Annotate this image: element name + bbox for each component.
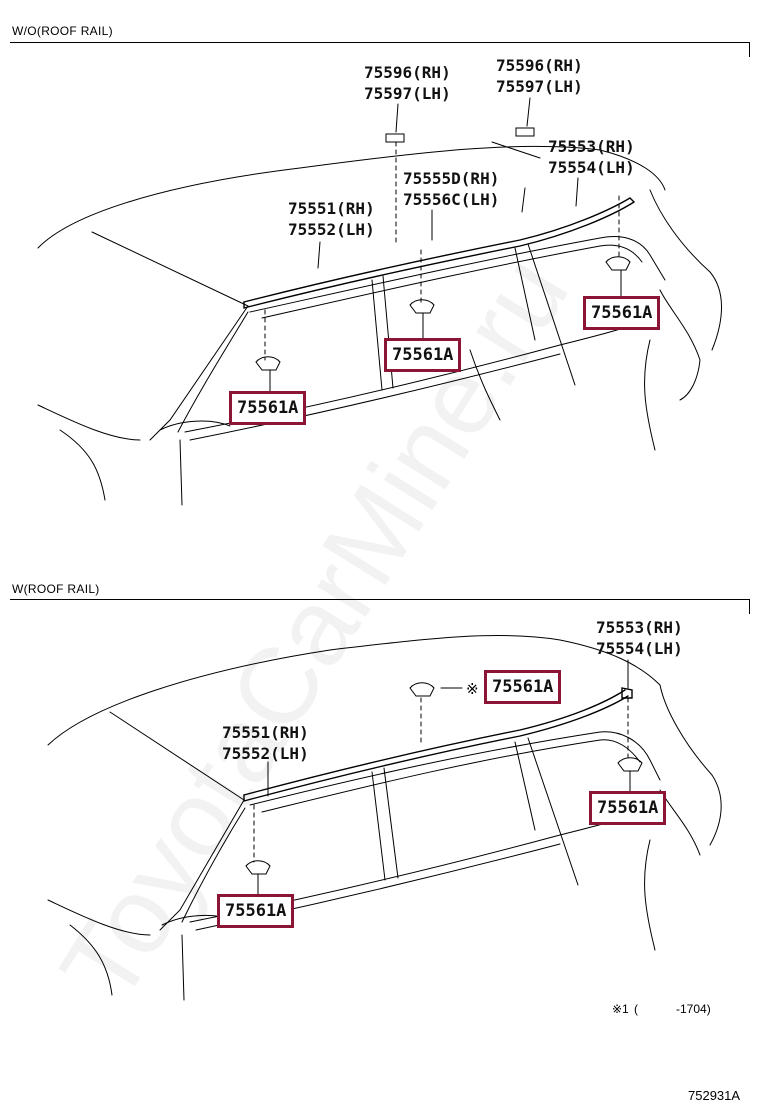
top-clips xyxy=(255,127,631,371)
footnote-range: -1704) xyxy=(676,1002,711,1016)
part-label-75596-right: 75596(RH) 75597(LH) xyxy=(496,56,583,96)
bottom-roof-rail xyxy=(243,687,633,802)
callout-75561a-rear[interactable]: 75561A xyxy=(583,296,661,330)
reference-mark: ※ xyxy=(466,681,479,698)
bottom-leaders xyxy=(257,659,631,901)
part-label-75596-left: 75596(RH) 75597(LH) xyxy=(364,63,451,103)
part-label-75553: 75553(RH) 75554(LH) xyxy=(548,137,635,177)
callout-75561a-front[interactable]: 75561A xyxy=(229,391,307,425)
part-label-75553-bottom: 75553(RH) 75554(LH) xyxy=(596,618,683,658)
top-leaders xyxy=(269,97,622,395)
footnote-mark: ※1 xyxy=(612,1002,629,1016)
figure-id: 752931A xyxy=(688,1088,741,1103)
frame-bottom xyxy=(10,599,750,614)
callout-75561a-roof[interactable]: 75561A xyxy=(484,670,562,704)
footnote-paren: ( xyxy=(634,1002,638,1016)
part-label-75551: 75551(RH) 75552(LH) xyxy=(288,199,375,239)
top-roof-moulding xyxy=(243,197,635,309)
bottom-dashed-leaders xyxy=(253,697,629,863)
top-dashed-leaders xyxy=(264,141,620,361)
frame-top xyxy=(10,42,750,57)
bottom-clips xyxy=(245,682,643,875)
part-label-75551-bottom: 75551(RH) 75552(LH) xyxy=(222,723,309,763)
section-title-top: W/O(ROOF RAIL) xyxy=(12,24,113,38)
part-label-75555d: 75555D(RH) 75556C(LH) xyxy=(403,169,500,209)
callout-75561a-middle[interactable]: 75561A xyxy=(384,338,462,372)
callout-75561a-rear-bottom[interactable]: 75561A xyxy=(589,791,667,825)
section-title-bottom: W(ROOF RAIL) xyxy=(12,582,100,596)
callout-75561a-front-bottom[interactable]: 75561A xyxy=(217,894,295,928)
